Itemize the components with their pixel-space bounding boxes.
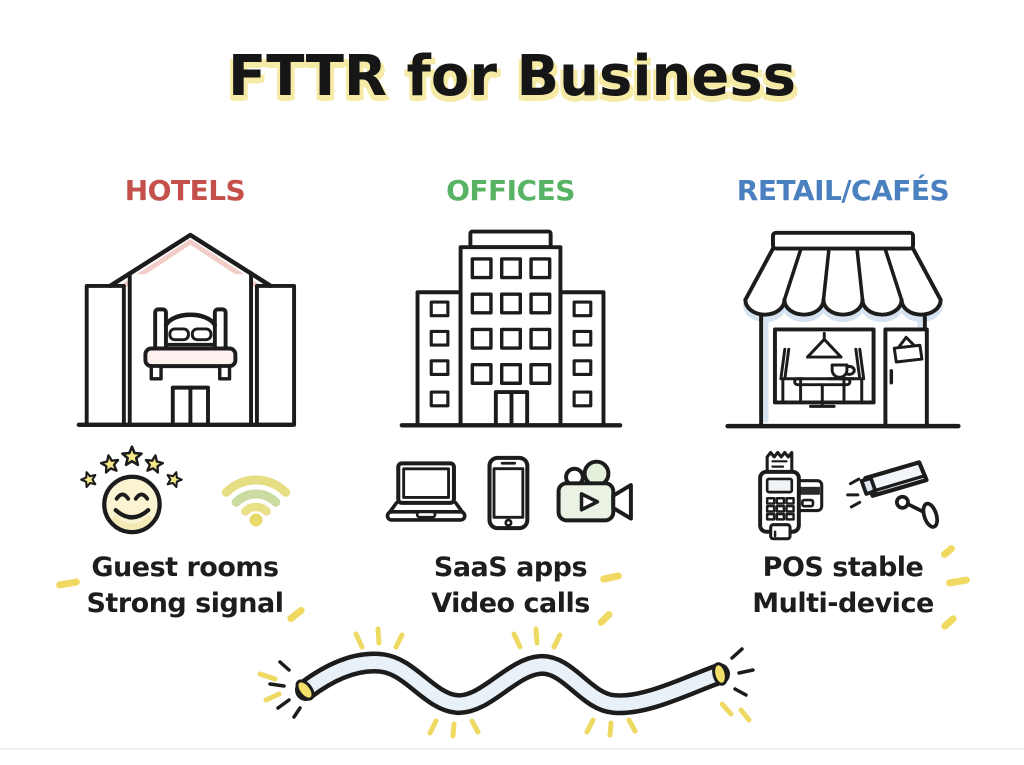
laptop-icon [385, 461, 467, 522]
office-wing-windows [429, 300, 592, 408]
cable-glow-sparkles [257, 626, 752, 739]
accent-dash [939, 543, 957, 560]
smartphone-icon [487, 455, 530, 530]
hotel-roof [107, 232, 273, 288]
column-retail-title: RETAIL/CAFÉS [736, 174, 950, 207]
cable-right-tip [712, 662, 728, 686]
column-hotels: HOTELS [55, 174, 315, 624]
hotel-icons-row [55, 445, 315, 540]
cable-spark-dashes [268, 647, 755, 719]
column-offices-title: OFFICES [446, 174, 575, 207]
accent-dash [599, 571, 623, 584]
camera-signal-dashes [846, 477, 862, 509]
benefit-line: Video calls [431, 587, 590, 619]
wifi-signal-icon [221, 475, 291, 527]
hotel-benefits: Guest rooms Strong signal [56, 550, 306, 624]
cafe-storefront-illustration [725, 230, 961, 429]
hotel-door [170, 385, 210, 427]
pos-terminal-icon [758, 450, 824, 541]
shop-window [772, 327, 876, 408]
video-camera-icon [556, 459, 633, 523]
benefit-line: Multi-device [752, 587, 934, 619]
hotel-right-wing [254, 283, 296, 427]
hotel-walls [127, 271, 253, 427]
security-camera-icon [846, 460, 939, 529]
shop-door [883, 327, 929, 428]
clothes-hanger-icon [806, 331, 843, 359]
column-hotels-title: HOTELS [124, 174, 246, 207]
office-door [493, 389, 529, 428]
floor-line [0, 748, 1024, 750]
benefit-line: POS stable [762, 551, 924, 583]
retail-benefits: POS stable Multi-device [752, 543, 971, 632]
cable-core [299, 656, 726, 711]
accent-dash [945, 575, 971, 587]
office-building-illustration [399, 229, 622, 428]
column-retail: RETAIL/CAFÉS [693, 174, 993, 632]
office-windows [470, 257, 551, 385]
column-offices: OFFICES [383, 174, 638, 628]
glowing-fiber-cable-illustration [257, 626, 755, 739]
accent-dash [56, 577, 81, 589]
smiley-face-icon [102, 474, 162, 535]
bed-icon [142, 307, 237, 381]
hotel-left-wing [84, 283, 126, 427]
cable-left-tip [295, 679, 315, 701]
benefit-line: Strong signal [86, 587, 284, 619]
accent-dash [939, 614, 958, 632]
hotel-building-illustration [76, 232, 296, 427]
cafe-chairs [779, 347, 866, 402]
awning [743, 230, 943, 317]
retail-icons-row [693, 446, 993, 541]
office-benefits: SaaS apps Video calls [431, 550, 623, 628]
office-icons-row [383, 446, 638, 540]
page-title: FTTR for Business [227, 44, 797, 109]
five-stars-smiley-icon [78, 445, 185, 535]
benefit-line: Guest rooms [91, 551, 279, 583]
office-roof-cap [467, 229, 553, 249]
benefit-line: SaaS apps [433, 551, 588, 583]
